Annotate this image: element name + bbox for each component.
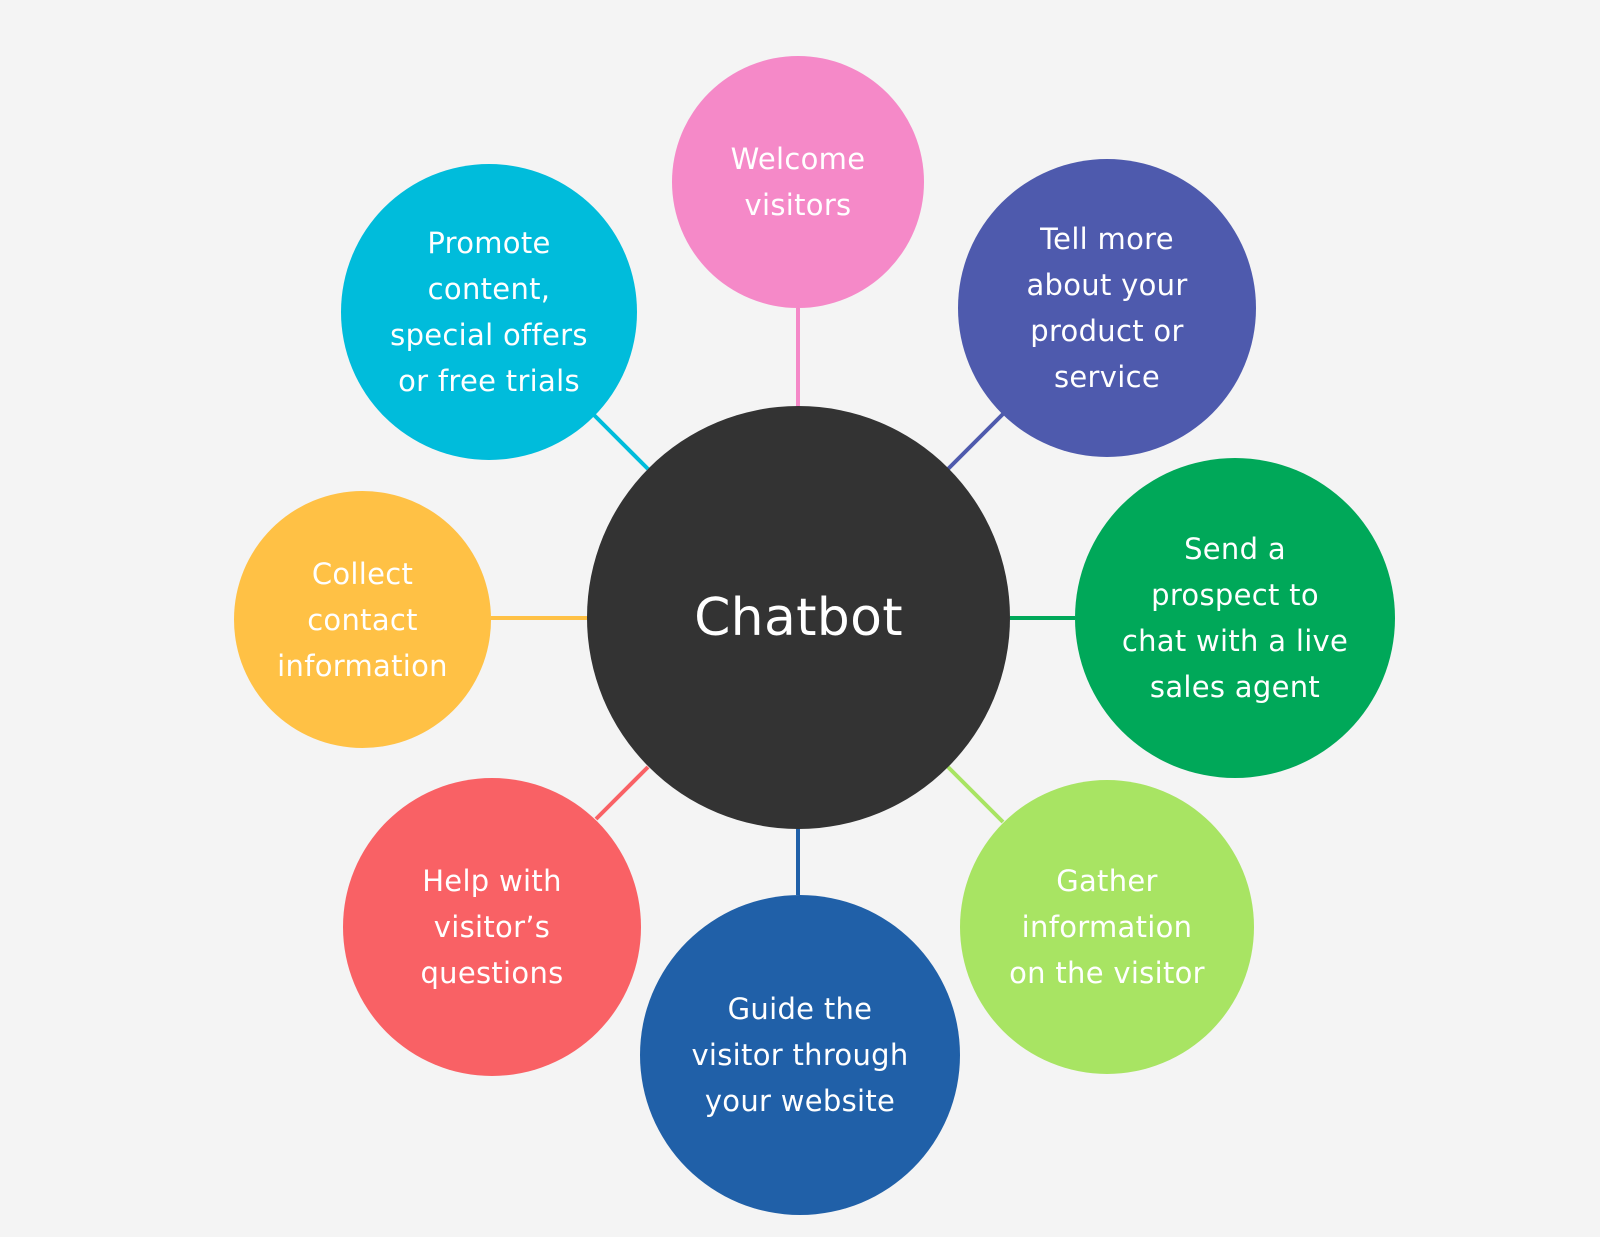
node-label: Guide the visitor through your website xyxy=(691,992,909,1118)
node-tell-more: Tell more about your product or service xyxy=(958,159,1256,457)
node-label: Promote content, special offers or free … xyxy=(390,226,588,398)
node-label: Welcome visitors xyxy=(730,142,866,222)
node-help-questions: Help with visitor’s questions xyxy=(343,778,641,1076)
node-gather-information: Gather information on the visitor xyxy=(960,780,1254,1074)
connector-help xyxy=(594,765,650,821)
node-label: Send a prospect to chat with a live sale… xyxy=(1121,532,1349,704)
center-node-chatbot: Chatbot xyxy=(587,406,1010,829)
connector-promote xyxy=(592,413,650,471)
connector-gather xyxy=(946,765,1005,824)
center-label: Chatbot xyxy=(694,587,903,648)
node-promote-content: Promote content, special offers or free … xyxy=(341,164,637,460)
node-collect-contact: Collect contact information xyxy=(234,491,491,748)
node-welcome-visitors: Welcome visitors xyxy=(672,56,924,308)
node-guide-visitor: Guide the visitor through your website xyxy=(640,895,960,1215)
node-label: Help with visitor’s questions xyxy=(420,864,564,990)
node-send-prospect: Send a prospect to chat with a live sale… xyxy=(1075,458,1395,778)
node-label: Tell more about your product or service xyxy=(1026,222,1188,394)
node-label: Gather information on the visitor xyxy=(1009,864,1205,990)
connector-tell xyxy=(946,412,1005,471)
node-label: Collect contact information xyxy=(277,556,448,683)
